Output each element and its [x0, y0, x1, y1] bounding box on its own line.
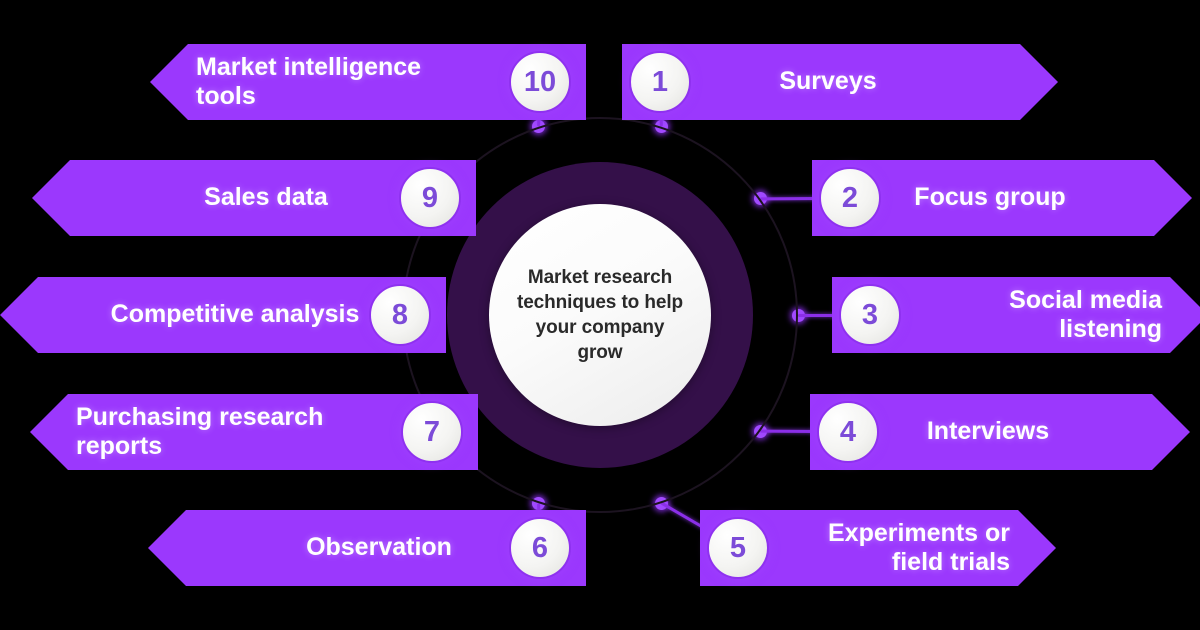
technique-label-4: Interviews	[926, 417, 1050, 446]
technique-badge-4[interactable]: 4	[817, 401, 879, 463]
technique-label-8: Competitive analysis	[110, 300, 360, 329]
technique-badge-8[interactable]: 8	[369, 284, 431, 346]
technique-banner-6[interactable]: Observation	[148, 510, 586, 586]
technique-label-9: Sales data	[204, 183, 328, 212]
technique-label-10: Market intelligence tools	[196, 52, 422, 111]
center-title: Market research techniques to help your …	[516, 266, 684, 364]
technique-banner-1[interactable]: Surveys	[622, 44, 1058, 120]
technique-badge-7[interactable]: 7	[401, 401, 463, 463]
technique-badge-5[interactable]: 5	[707, 517, 769, 579]
technique-label-2: Focus group	[914, 183, 1066, 212]
technique-badge-9[interactable]: 9	[399, 167, 461, 229]
technique-badge-6[interactable]: 6	[509, 517, 571, 579]
technique-badge-10[interactable]: 10	[509, 51, 571, 113]
technique-label-3: Social media listening	[1009, 285, 1162, 343]
technique-label-7: Purchasing research reports	[76, 402, 324, 461]
hub-core: Market research techniques to help your …	[489, 204, 711, 426]
technique-label-1: Surveys	[779, 67, 877, 96]
technique-label-5: Experiments or field trials	[827, 518, 1010, 576]
technique-label-6: Observation	[306, 533, 452, 562]
technique-badge-1[interactable]: 1	[629, 51, 691, 113]
technique-badge-3[interactable]: 3	[839, 284, 901, 346]
technique-badge-2[interactable]: 2	[819, 167, 881, 229]
center-hub: Market research techniques to help your …	[400, 115, 800, 515]
